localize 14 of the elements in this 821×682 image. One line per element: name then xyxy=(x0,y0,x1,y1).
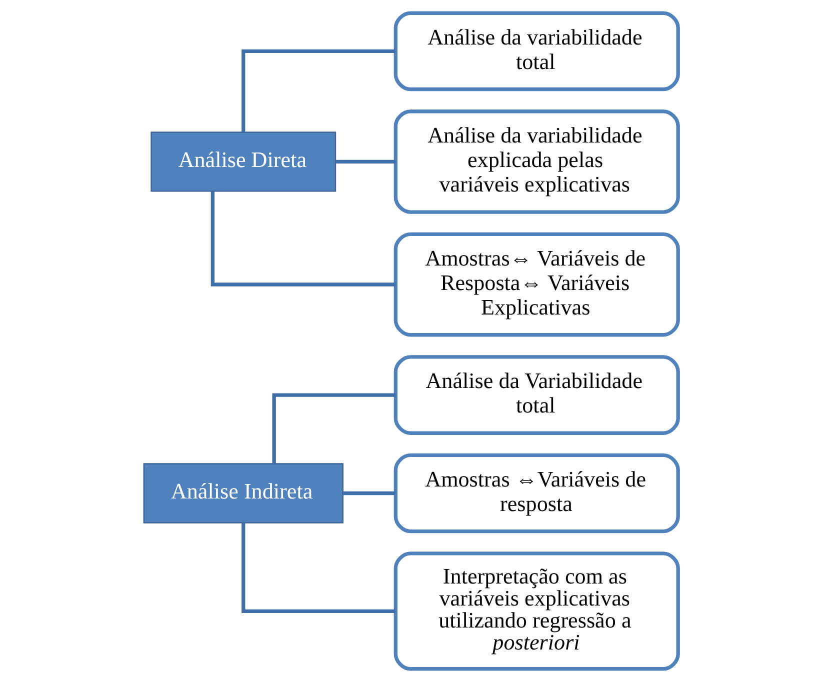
connector xyxy=(335,160,395,164)
node-box: Análise da variabilidade explicada pelas variáveis explicativas xyxy=(393,110,680,214)
node-box: Análise da Variabilidade total xyxy=(393,355,680,435)
node-box: Análise Indireta xyxy=(142,463,343,524)
connector xyxy=(241,49,395,132)
connector xyxy=(342,491,395,496)
connector xyxy=(272,393,395,464)
node-box: Amostras⇔ Variáveis de Resposta⇔ Variáveis Explicativas xyxy=(393,232,680,337)
connector xyxy=(210,191,396,286)
connector xyxy=(241,523,395,613)
node-box: Amostras ⇔Variáveis de resposta xyxy=(393,453,680,534)
node-box: Interpretação com as variáveis explicativas utilizando regressão a posteriori xyxy=(393,552,680,671)
node-box: Análise da variabilidade total xyxy=(393,11,680,92)
node-box: Análise Direta xyxy=(150,132,336,192)
